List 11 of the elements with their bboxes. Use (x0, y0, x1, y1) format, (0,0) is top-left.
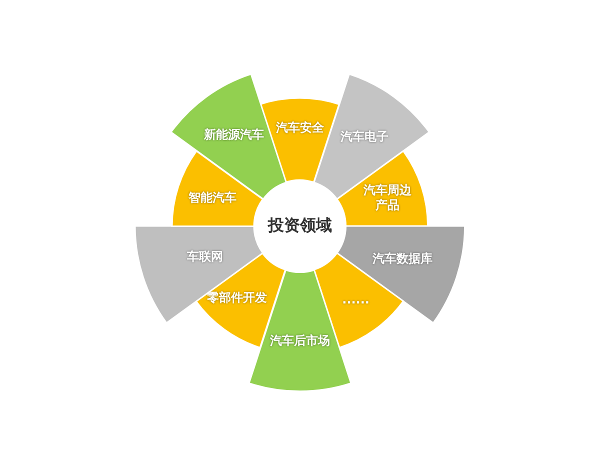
center-label: 投资领域 (268, 216, 332, 236)
segment-label: 智能汽车 (188, 190, 236, 206)
segment-label: 汽车电子 (340, 130, 389, 144)
segment-label: 零部件开发 (207, 290, 267, 306)
segment-label: 汽车后市场 (270, 333, 330, 348)
segment-label: 新能源汽车 (204, 128, 264, 143)
segment-label: 车联网 (186, 249, 223, 264)
segment-label: 汽车安全 (276, 120, 324, 136)
segment-label: 汽车数据库 (372, 252, 433, 267)
segment-label: 汽车周边产品 (362, 182, 412, 213)
segment-label: ······ (342, 295, 370, 310)
